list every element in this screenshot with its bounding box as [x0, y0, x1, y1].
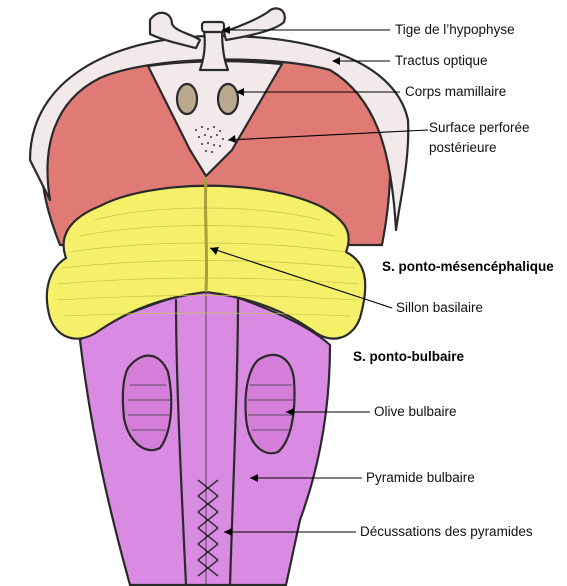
arrowheads: [210, 26, 340, 536]
label-tige: Tige de l’hypophyse: [395, 22, 515, 37]
mammillary-body-right: [216, 82, 240, 116]
medulla-oblongata: [78, 286, 332, 586]
leader-surface: [227, 129, 429, 141]
olive-right: [244, 353, 296, 455]
perforated-dots: [195, 126, 224, 153]
mammillary-body-left: [175, 82, 199, 116]
arrow-sillon: [210, 247, 219, 255]
hypophyseal-stalk: [148, 7, 286, 72]
label-decussations: Décussations des pyramides: [360, 524, 533, 539]
medulla-shape: [78, 286, 332, 586]
pyramid-line-right: [228, 298, 240, 586]
label-pyramide: Pyramide bulbaire: [366, 470, 475, 485]
pons: [45, 177, 367, 340]
leader-sillon: [209, 247, 393, 309]
mammillary-bodies: [175, 82, 240, 116]
chiasm-arm-right: [222, 7, 286, 42]
arrow-surface: [228, 135, 236, 143]
arrow-tractus: [332, 57, 340, 65]
basilar-sulcus: [203, 177, 209, 293]
label-surface-line2: postérieure: [429, 140, 497, 155]
stalk-cap: [200, 20, 226, 34]
label-corps: Corps mamillaire: [405, 84, 506, 99]
labels: Tige de l’hypophyse Tractus optique Corp…: [353, 22, 554, 539]
label-s-ponto-bul: S. ponto-bulbaire: [353, 349, 464, 364]
stalk-shape: [198, 28, 230, 72]
label-tractus: Tractus optique: [395, 53, 488, 68]
label-s-ponto-mes: S. ponto-mésencéphalique: [382, 259, 554, 274]
label-olive: Olive bulbaire: [374, 404, 457, 419]
olive-hatching: [128, 384, 294, 431]
arrow-corps: [236, 88, 244, 96]
decussation-marks: [197, 479, 219, 577]
pyramid-line-left: [174, 298, 188, 586]
label-surface-line1: Surface perforée: [429, 120, 530, 135]
arrow-tige: [222, 26, 230, 34]
olive-left: [121, 354, 173, 452]
leader-lines: [209, 29, 429, 533]
arrow-olive: [286, 408, 294, 416]
arrow-pyramide: [250, 474, 258, 482]
label-sillon: Sillon basilaire: [396, 300, 483, 315]
arrow-decussations: [224, 528, 232, 536]
chiasm-arm-left: [148, 11, 202, 50]
